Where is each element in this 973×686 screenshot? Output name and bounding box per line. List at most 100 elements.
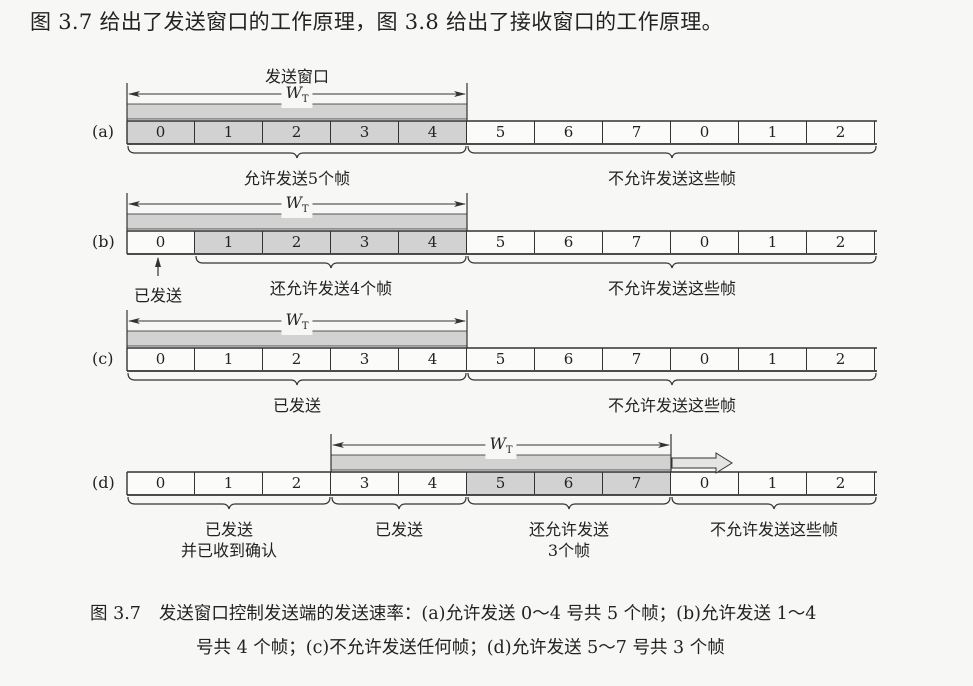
frame-cell-bg [807,472,875,495]
frame-cell-bg [263,472,331,495]
frame-cell-c-7: 7 [603,348,671,370]
frame-cell-a-8: 0 [671,121,739,143]
frame-cell-bg [467,231,535,254]
brace-label-b-1: 不允许发送这些帧 [607,279,737,298]
figure-graphics [126,83,877,510]
frame-cell-bg [195,472,263,495]
frame-cell-bg [195,121,263,144]
frame-cell-a-2: 2 [263,121,331,143]
frame-cell-a-5: 5 [467,121,535,143]
brace-label-d-3: 不允许发送这些帧 [709,520,839,539]
frame-cell-bg [195,231,263,254]
frame-cell-d-0: 0 [127,472,195,494]
sent-pointer-label: 已发送 [133,286,183,305]
frame-cell-bg [195,348,263,371]
row-label-b: (b) [92,232,115,251]
up-arrow-icon [155,257,161,267]
frame-cell-bg [671,121,739,144]
brace-label-a-1: 不允许发送这些帧 [607,169,737,188]
frame-cell-bg [331,348,399,371]
frame-cell-a-3: 3 [331,121,399,143]
frame-cell-bg [671,231,739,254]
figure-caption-line-2: 号共 4 个帧；(c)不允许发送任何帧；(d)允许发送 5～7 号共 3 个帧 [196,638,725,658]
frame-cell-d-9: 1 [739,472,807,494]
frame-cell-a-9: 1 [739,121,807,143]
frame-cell-c-4: 4 [399,348,467,370]
brace-label-c-0: 已发送 [272,396,322,415]
frame-cell-c-2: 2 [263,348,331,370]
frame-cell-bg [535,231,603,254]
frame-cell-b-5: 5 [467,231,535,253]
brace-b-1 [467,255,877,269]
frame-cell-b-2: 2 [263,231,331,253]
frame-cell-b-3: 3 [331,231,399,253]
frame-cell-bg [739,348,807,371]
brace-d-0 [127,496,331,510]
arrow-left-head-icon [128,91,140,97]
arrow-left-head-icon [332,442,344,448]
frame-cell-b-0: 0 [127,231,195,253]
brace-label-a-0: 允许发送5个帧 [243,169,351,188]
caption-text-1: 发送窗口控制发送端的发送速率：(a)允许发送 0～4 号共 5 个帧；(b)允许… [158,604,817,624]
brace-c-1 [467,372,877,386]
frame-cell-bg [807,348,875,371]
row-label-a: (a) [92,122,115,141]
frame-cell-d-2: 2 [263,472,331,494]
frame-cell-c-0: 0 [127,348,195,370]
brace-a-1 [467,145,877,159]
send-window-title: 发送窗口 [264,67,330,86]
frame-cell-bg [603,348,671,371]
frame-cell-d-8: 0 [671,472,739,494]
frame-cell-bg [331,231,399,254]
arrow-right-head-icon [454,318,466,324]
frame-cell-bg [467,121,535,144]
frame-cell-a-6: 6 [535,121,603,143]
frame-cell-b-6: 6 [535,231,603,253]
brace-label-d-1: 已发送 [374,520,424,539]
frame-cell-b-10: 2 [807,231,875,253]
frame-cell-c-6: 6 [535,348,603,370]
window-slide-arrow-icon [671,452,733,474]
frame-cell-bg [671,348,739,371]
frame-cell-c-10: 2 [807,348,875,370]
frame-cell-b-8: 0 [671,231,739,253]
frame-cell-bg [331,121,399,144]
brace-label-c-1: 不允许发送这些帧 [607,396,737,415]
window-size-label-d: WT [485,436,517,460]
frame-cell-bg [263,121,331,144]
frame-cell-b-4: 4 [399,231,467,253]
frame-cell-a-0: 0 [127,121,195,143]
frame-cell-bg [127,231,195,254]
frame-cell-bg [399,231,467,254]
frame-cell-c-5: 5 [467,348,535,370]
arrow-left-head-icon [128,201,140,207]
intro-paragraph: 图 3.7 给出了发送窗口的工作原理，图 3.8 给出了接收窗口的工作原理。 [30,10,723,34]
frame-cell-bg [739,472,807,495]
frame-cell-bg [603,121,671,144]
frame-cell-bg [739,121,807,144]
frame-cell-bg [263,231,331,254]
brace-d-3 [671,496,877,510]
brace-c-0 [127,372,467,386]
frame-cell-bg [535,348,603,371]
frame-cell-bg [671,472,739,495]
frame-cell-bg [127,348,195,371]
window-size-label-c: WT [281,312,313,336]
frame-cell-bg [127,121,195,144]
brace-a-0 [127,145,467,159]
frame-cell-d-5: 5 [467,472,535,494]
frame-cell-bg [467,472,535,495]
frame-cell-d-6: 6 [535,472,603,494]
brace-label2-d-0: 并已收到确认 [180,541,278,560]
brace-d-1 [331,496,467,510]
brace-label2-d-2: 3个帧 [547,541,591,560]
frame-cell-b-9: 1 [739,231,807,253]
brace-label-b-0: 还允许发送4个帧 [269,279,393,298]
arrow-right-head-icon [658,442,670,448]
frame-cell-d-4: 4 [399,472,467,494]
frame-cell-bg [331,472,399,495]
brace-label-d-2: 还允许发送 [528,520,610,539]
frame-cell-d-3: 3 [331,472,399,494]
